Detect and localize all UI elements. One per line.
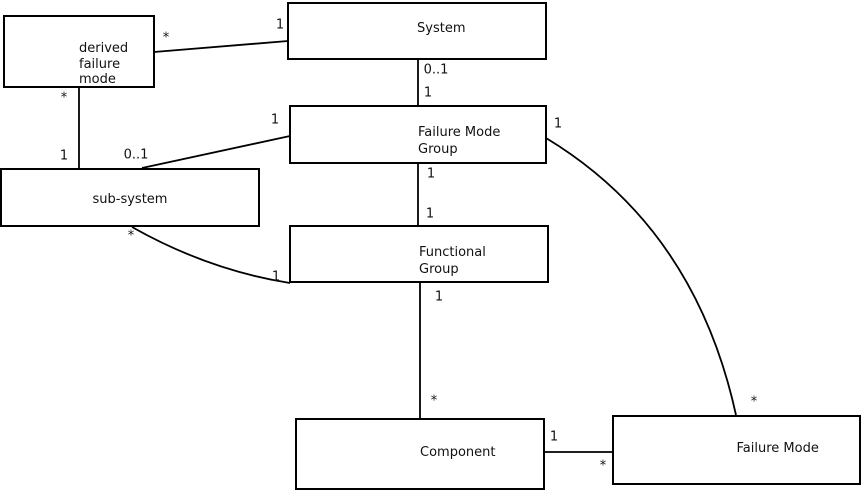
box-derived-failure-mode-label: derived failure mode [79,41,129,87]
connector-subsystem-funcgroup [131,226,291,284]
box-sub-system-label: sub-system [92,192,168,207]
multiplicity-label: 0..1 [123,147,149,163]
multiplicity-label: * [162,30,170,46]
box-functional-group-label: Functional Group [419,245,486,277]
box-failure-mode-group-label: Failure Mode Group [418,125,501,157]
multiplicity-label: * [599,458,607,474]
multiplicity-label: * [60,90,68,106]
multiplicity-label: * [127,228,135,244]
box-functional-group: Functional Group [289,225,549,283]
connector-fmgroup-failuremode [545,137,737,416]
box-derived-failure-mode: derived failure mode [3,15,155,88]
multiplicity-label: 1 [271,269,281,285]
multiplicity-label: 1 [275,17,285,33]
box-system-label: System [417,21,466,36]
box-system: System [287,2,547,60]
box-failure-mode-group: Failure Mode Group [289,105,547,164]
multiplicity-label: 1 [553,116,563,132]
multiplicity-label: 1 [270,112,280,128]
connector-subsystem-fmgroup [141,135,291,169]
box-sub-system: sub-system [0,168,260,227]
box-failure-mode-label: Failure Mode [736,441,819,456]
multiplicity-label: 1 [434,289,444,305]
multiplicity-label: * [430,393,438,409]
multiplicity-label: 1 [59,148,69,164]
multiplicity-label: 0..1 [423,62,449,78]
multiplicity-label: * [750,394,758,410]
multiplicity-label: 1 [423,85,433,101]
connector-derived-system [153,40,289,53]
box-failure-mode: Failure Mode [612,415,861,485]
multiplicity-label: 1 [549,429,559,445]
box-component-label: Component [420,445,496,460]
multiplicity-label: 1 [426,166,436,182]
box-component: Component [295,418,545,490]
multiplicity-label: 1 [425,206,435,222]
